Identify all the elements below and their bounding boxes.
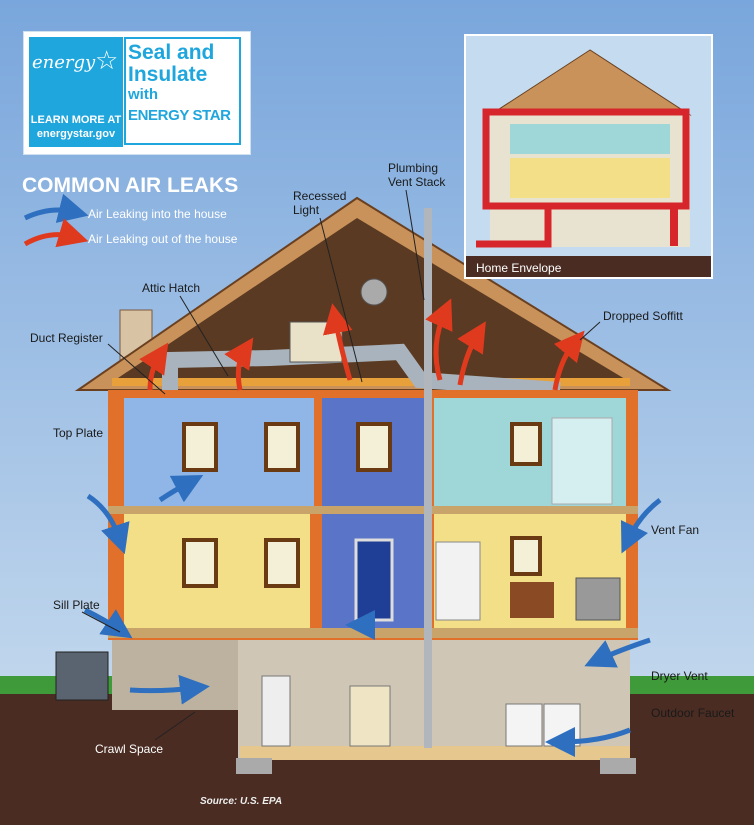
shower	[551, 417, 613, 505]
home-envelope-label: Home Envelope	[476, 261, 562, 275]
basement-floor	[240, 746, 630, 760]
leak-in-arrow	[129, 674, 210, 705]
leak-in-arrow	[545, 726, 631, 757]
headline-line: Insulate	[128, 63, 208, 86]
ac-unit	[55, 651, 109, 701]
leak-out-arrow	[224, 337, 254, 391]
window	[356, 422, 392, 472]
leak-out-arrow	[425, 298, 453, 381]
crawl-space	[112, 640, 238, 710]
headline-line: ENERGY STAR	[128, 107, 231, 124]
legend-in-arrow	[23, 193, 89, 223]
label-plumbing-vent-stack: Plumbing Vent Stack	[388, 161, 446, 189]
label-crawl-space: Crawl Space	[95, 742, 164, 756]
label-outdoor-faucet: Outdoor Faucet	[651, 706, 735, 720]
legend-label: Air Leaking into the house	[88, 207, 227, 221]
leak-in-arrow	[83, 607, 133, 639]
headline-line: Seal and	[128, 41, 215, 64]
furnace	[349, 685, 391, 747]
window	[510, 422, 542, 466]
attic-furnace	[289, 321, 343, 363]
label-dropped-soffitt: Dropped Soffitt	[603, 309, 683, 323]
label-duct-register: Duct Register	[30, 331, 103, 345]
leader-line	[81, 611, 121, 633]
leak-in-arrow	[620, 498, 662, 554]
star-icon: ☆	[95, 45, 119, 75]
page-title: COMMON AIR LEAKS	[22, 174, 239, 197]
floor-upper	[108, 506, 638, 514]
energy-wordmark: energy	[32, 52, 96, 73]
window	[182, 538, 218, 588]
leak-out-arrow	[322, 303, 353, 381]
leader-line	[579, 321, 601, 341]
leader-line	[107, 343, 166, 395]
leak-out-arrow	[139, 342, 169, 391]
door	[354, 538, 394, 622]
label-top-plate: Top Plate	[53, 426, 104, 440]
stove	[575, 577, 621, 621]
leak-in-arrow	[86, 493, 130, 555]
energy-star-logo[interactable]: energy ☆ LEARN MORE AT energystar.gov Se…	[24, 32, 250, 154]
logo-headline: Seal and Insulate with ENERGY STAR	[124, 37, 241, 145]
refrigerator	[435, 541, 481, 621]
window	[264, 538, 300, 588]
floor-lower	[108, 628, 638, 638]
washer	[505, 703, 543, 747]
water-heater	[261, 675, 291, 747]
label-dryer-vent: Dryer Vent	[651, 669, 708, 683]
leak-in-arrow	[584, 637, 651, 668]
kitchen-cabinets	[510, 582, 554, 618]
insulation	[112, 378, 630, 386]
leader-line	[154, 711, 196, 741]
vent-stack	[424, 208, 432, 748]
headline-line: with	[128, 86, 158, 103]
label-vent-fan: Vent Fan	[651, 523, 700, 537]
leak-out-arrow	[552, 330, 585, 391]
source-credit: Source: U.S. EPA	[200, 796, 283, 807]
label-recessed-light: Recessed Light	[293, 189, 347, 217]
window	[510, 536, 542, 576]
legend-item-in: Air Leaking into the house	[88, 207, 227, 221]
foundation-footing	[236, 758, 272, 774]
legend-out-arrow	[23, 218, 89, 248]
home-envelope-inset	[464, 34, 713, 279]
window	[182, 422, 218, 472]
energy-star-badge: energy ☆ LEARN MORE AT energystar.gov	[29, 37, 123, 147]
label-attic-hatch: Attic Hatch	[142, 281, 201, 295]
label-sill-plate: Sill Plate	[53, 598, 100, 612]
attic-vent	[360, 278, 388, 306]
learn-more-text[interactable]: LEARN MORE AT energystar.gov	[30, 114, 122, 140]
window	[264, 422, 300, 472]
legend-item-out: Air Leaking out of the house	[88, 232, 237, 246]
leader-line	[405, 189, 425, 301]
leader-line	[319, 217, 363, 383]
leader-line	[179, 295, 229, 377]
legend-label: Air Leaking out of the house	[88, 232, 238, 246]
leak-out-arrow	[457, 321, 486, 386]
leak-in-arrow	[158, 474, 204, 503]
foundation-footing	[600, 758, 636, 774]
